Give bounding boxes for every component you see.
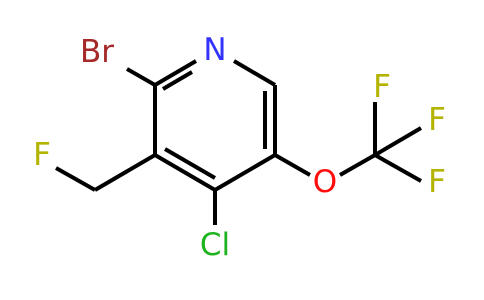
bond-c6-n: [232, 59, 277, 87]
atom-labels: N Br F Cl O F F F: [33, 32, 446, 263]
bond-ch2-f: [55, 166, 96, 192]
bond-n-c2-inner: [161, 70, 194, 91]
bond-c5-o: [274, 153, 311, 177]
bond-n-c2: [153, 59, 198, 87]
fluorine-label-ch2f: F: [33, 137, 51, 173]
bonds: [55, 59, 423, 225]
bond-c3-c4: [153, 153, 217, 192]
fluorine-label-bottom: F: [428, 164, 446, 200]
fluorine-label-right: F: [428, 102, 446, 138]
chlorine-label: Cl: [200, 227, 230, 263]
oxygen-label: O: [313, 164, 337, 200]
bond-c3-ch2: [93, 153, 157, 192]
nitrogen-label: N: [203, 32, 226, 68]
fluorine-label-top: F: [373, 69, 391, 105]
bond-c2-br: [126, 67, 156, 87]
bromine-label: Br: [80, 34, 114, 70]
bond-o-cf3: [339, 153, 376, 177]
bond-cf3-f-bottom: [374, 153, 422, 183]
bond-cf3-f-right: [373, 126, 423, 157]
bond-c3-c4-inner: [163, 147, 217, 180]
bond-c4-c5: [213, 153, 277, 192]
